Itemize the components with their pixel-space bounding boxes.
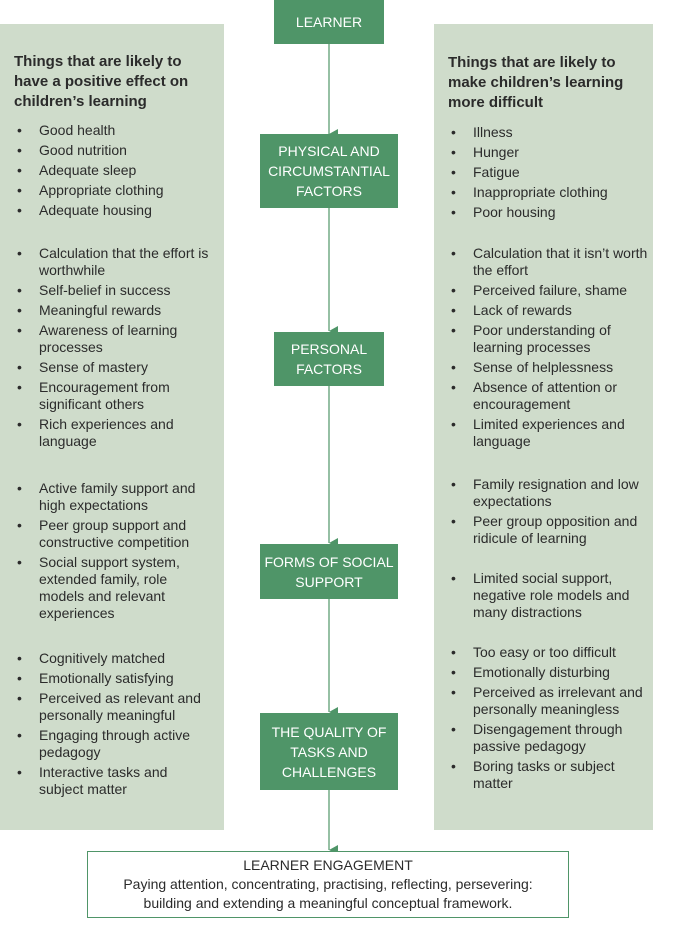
list-item: Poor understanding of learning processes <box>449 322 649 356</box>
list-item: Active family support and high expectati… <box>15 480 215 514</box>
list-item: Emotionally disturbing <box>449 664 649 681</box>
list-item: Limited experiences and language <box>449 416 649 450</box>
list-item: Self-belief in success <box>15 282 215 299</box>
learner-engagement-box: LEARNER ENGAGEMENT Paying attention, con… <box>87 851 569 918</box>
list-item: Adequate sleep <box>15 162 215 179</box>
list-item: Perceived as relevant and personally mea… <box>15 690 215 724</box>
social-support-box: FORMS OF SOCIAL SUPPORT <box>260 544 398 599</box>
list-item: Rich experiences and language <box>15 416 215 450</box>
physical-factors-box: PHYSICAL AND CIRCUMSTANTIAL FACTORS <box>260 134 398 208</box>
positive-list-physical: Good healthGood nutritionAdequate sleepA… <box>15 122 215 222</box>
list-item: Engaging through active pedagogy <box>15 727 215 761</box>
list-item: Adequate housing <box>15 202 215 219</box>
list-item: Perceived as irrelevant and personally m… <box>449 684 649 718</box>
list-item: Fatigue <box>449 164 649 181</box>
list-item: Inappropriate clothing <box>449 184 649 201</box>
list-item: Poor housing <box>449 204 649 221</box>
negative-list-physical: IllnessHungerFatigueInappropriate clothi… <box>449 124 649 224</box>
list-item: Good health <box>15 122 215 139</box>
list-item: Hunger <box>449 144 649 161</box>
task-quality-box: THE QUALITY OF TASKS AND CHALLENGES <box>260 713 398 790</box>
list-item: Calculation that the effort is worthwhil… <box>15 245 215 279</box>
list-item: Lack of rewards <box>449 302 649 319</box>
list-item: Limited social support, negative role mo… <box>449 570 649 621</box>
positive-list-social: Active family support and high expectati… <box>15 480 215 625</box>
list-item: Sense of helplessness <box>449 359 649 376</box>
list-item: Peer group opposition and ridicule of le… <box>449 513 649 547</box>
negative-list-personal: Calculation that it isn’t worth the effo… <box>449 245 649 453</box>
list-item: Emotionally satisfying <box>15 670 215 687</box>
engagement-text: Paying attention, concentrating, practis… <box>123 876 533 911</box>
positive-effects-panel: Things that are likely to have a positiv… <box>0 24 224 830</box>
list-item: Boring tasks or subject matter <box>449 758 649 792</box>
difficult-effects-panel: Things that are likely to make children’… <box>434 24 653 830</box>
list-item: Family resignation and low expectations <box>449 476 649 510</box>
list-item: Appropriate clothing <box>15 182 215 199</box>
list-item: Interactive tasks and subject matter <box>15 764 215 798</box>
engagement-title: LEARNER ENGAGEMENT <box>243 857 413 873</box>
positive-list-personal: Calculation that the effort is worthwhil… <box>15 245 215 453</box>
negative-list-tasks: Too easy or too difficultEmotionally dis… <box>449 644 649 795</box>
positive-list-tasks: Cognitively matchedEmotionally satisfyin… <box>15 650 215 801</box>
list-item: Absence of attention or encouragement <box>449 379 649 413</box>
positive-effects-title: Things that are likely to have a positiv… <box>14 53 189 110</box>
list-item: Awareness of learning processes <box>15 322 215 356</box>
list-item: Encouragement from significant others <box>15 379 215 413</box>
list-item: Too easy or too difficult <box>449 644 649 661</box>
negative-list-social: Limited social support, negative role mo… <box>449 570 649 624</box>
list-item: Calculation that it isn’t worth the effo… <box>449 245 649 279</box>
personal-factors-box: PERSONAL FACTORS <box>274 332 384 386</box>
difficult-effects-title: Things that are likely to make children’… <box>448 54 624 111</box>
negative-list-family: Family resignation and low expectationsP… <box>449 476 649 550</box>
list-item: Good nutrition <box>15 142 215 159</box>
list-item: Illness <box>449 124 649 141</box>
learner-box: LEARNER <box>274 0 384 44</box>
list-item: Meaningful rewards <box>15 302 215 319</box>
list-item: Peer group support and constructive comp… <box>15 517 215 551</box>
list-item: Disengagement through passive pedagogy <box>449 721 649 755</box>
list-item: Perceived failure, shame <box>449 282 649 299</box>
list-item: Social support system, extended family, … <box>15 554 215 622</box>
list-item: Cognitively matched <box>15 650 215 667</box>
list-item: Sense of mastery <box>15 359 215 376</box>
